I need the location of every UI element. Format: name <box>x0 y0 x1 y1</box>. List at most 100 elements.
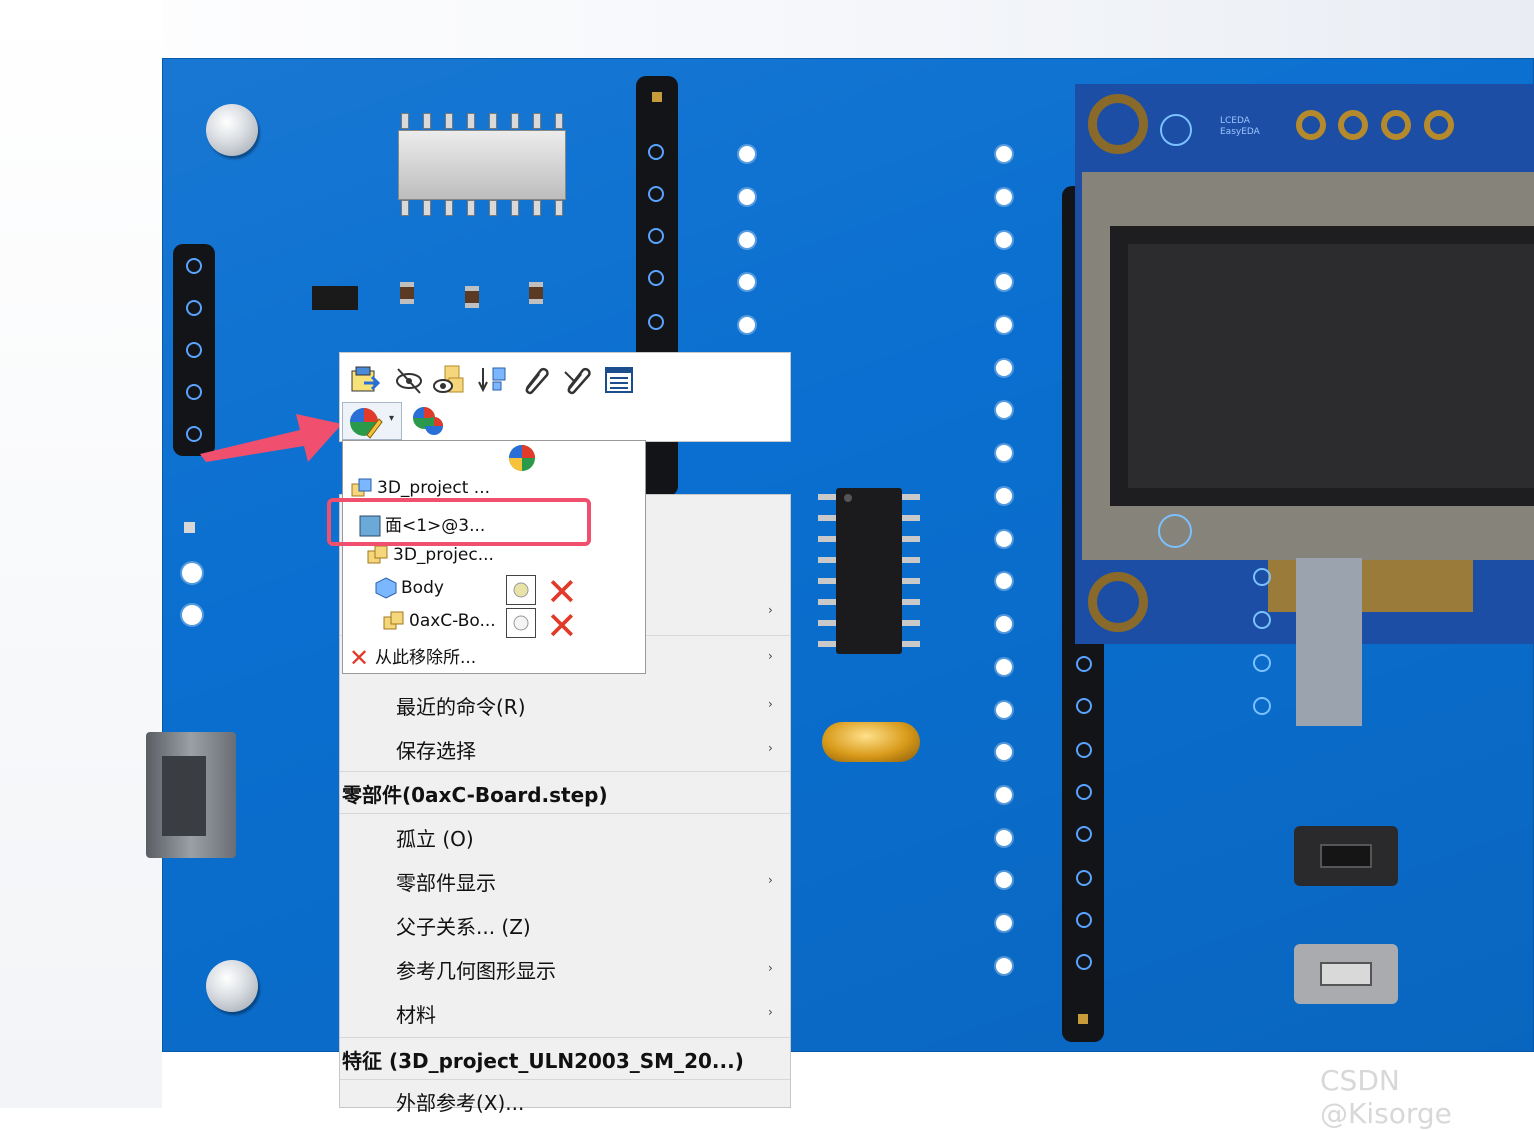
item-label: Body <box>401 578 444 598</box>
ic-leg <box>818 578 836 584</box>
menu-item-recent-commands[interactable]: 最近的命令(R) <box>396 695 526 719</box>
show-components-icon[interactable] <box>432 363 466 397</box>
ic-leg <box>902 578 920 584</box>
pin <box>648 144 664 160</box>
edit-part-icon[interactable] <box>560 363 594 397</box>
appearance-item-face[interactable]: 面<1>@3... <box>359 511 485 537</box>
appearance-item-assembly[interactable]: 3D_project ... <box>351 477 490 499</box>
ic-leg <box>902 494 920 500</box>
via <box>996 702 1012 718</box>
appearance-item-remove-all[interactable]: ✕从此移除所... <box>349 643 476 672</box>
menu-separator <box>340 1037 790 1038</box>
ic-leg <box>902 641 920 647</box>
pin <box>186 384 202 400</box>
appearance-dropdown-button[interactable]: ▾ <box>342 402 402 440</box>
pin <box>648 314 664 330</box>
via <box>739 317 755 333</box>
ic-chip-middle[interactable] <box>836 488 902 654</box>
menu-item-component-display[interactable]: 零部件显示 <box>396 871 496 895</box>
paperclip-icon[interactable] <box>518 363 552 397</box>
lcd-connector <box>1296 558 1362 726</box>
ic-leg <box>445 113 453 129</box>
remove-x-icon: ✕ <box>349 644 370 672</box>
appearance-swatch-checkbox[interactable] <box>506 608 536 638</box>
ic-leg <box>445 200 453 216</box>
submenu-arrow-icon: › <box>768 697 773 711</box>
appearance-swatch-checkbox[interactable] <box>506 575 536 605</box>
assembly-icon <box>367 544 389 566</box>
list-view-icon[interactable] <box>602 363 636 397</box>
chevron-down-icon: ▾ <box>389 413 395 424</box>
pad <box>1338 110 1368 140</box>
menu-item-external-references[interactable]: 外部参考(X)... <box>396 1091 525 1115</box>
item-label: 0axC-Bo... <box>409 611 496 631</box>
pin <box>1076 870 1092 886</box>
appearance-item-part[interactable]: 0axC-Bo... <box>383 610 496 632</box>
button-cap <box>1320 844 1372 868</box>
pad <box>1296 110 1326 140</box>
menu-item-material[interactable]: 材料 <box>396 1003 436 1027</box>
move-component-icon[interactable] <box>476 363 510 397</box>
appearance-edit-icon[interactable] <box>410 404 448 444</box>
ic-leg <box>902 620 920 626</box>
ic-chip-top[interactable] <box>398 130 566 200</box>
remove-appearance-icon[interactable]: ✕ <box>546 604 578 648</box>
ic-leg <box>902 536 920 542</box>
body-icon <box>375 577 397 599</box>
smd-resistor[interactable] <box>529 282 543 304</box>
menu-section-component: 零部件(0axC-Board.step) <box>342 783 608 807</box>
submenu-arrow-icon: › <box>768 873 773 887</box>
hide-eye-icon[interactable] <box>392 363 426 397</box>
pad <box>1381 110 1411 140</box>
crystal-oscillator[interactable] <box>822 722 920 762</box>
push-button-black[interactable] <box>1294 826 1398 886</box>
mounting-ring <box>1088 94 1148 154</box>
annotation-arrow <box>200 414 342 462</box>
item-label: 3D_projec... <box>393 545 494 565</box>
via <box>996 830 1012 846</box>
pad-ring <box>1253 568 1271 586</box>
pin <box>186 342 202 358</box>
watermark: CSDN @Kisorge <box>1320 1064 1452 1130</box>
pad-ring <box>1253 654 1271 672</box>
ic-leg <box>902 515 920 521</box>
via <box>996 573 1012 589</box>
part-icon <box>383 610 405 632</box>
ic-leg <box>423 113 431 129</box>
menu-item-reference-geometry[interactable]: 参考几何图形显示 <box>396 959 556 983</box>
via <box>739 274 755 290</box>
ic-leg <box>818 599 836 605</box>
menu-separator <box>340 1079 790 1080</box>
context-toolbar <box>339 352 791 442</box>
pin-header-left[interactable] <box>173 244 215 456</box>
pad-ring <box>1253 697 1271 715</box>
pad <box>1424 110 1454 140</box>
usb-connector[interactable] <box>146 732 236 858</box>
assembly-icon <box>351 477 373 499</box>
ic-leg <box>401 200 409 216</box>
component-properties-icon[interactable] <box>348 363 382 397</box>
pin <box>1078 1014 1088 1024</box>
remove-appearance-icon[interactable]: ✕ <box>546 570 578 614</box>
mounting-hole <box>206 104 258 156</box>
transistor-sot23[interactable] <box>312 286 358 310</box>
pin <box>648 270 664 286</box>
submenu-arrow-icon: › <box>768 741 773 755</box>
ic-leg <box>818 494 836 500</box>
menu-item-isolate[interactable]: 孤立 (O) <box>396 827 474 851</box>
appearance-item-subassembly[interactable]: 3D_projec... <box>367 544 494 566</box>
face-icon <box>359 515 381 537</box>
submenu-arrow-icon: › <box>768 961 773 975</box>
viewport-background-top <box>0 0 1534 60</box>
menu-item-parent-child[interactable]: 父子关系... (Z) <box>396 915 531 939</box>
push-button-grey[interactable] <box>1294 944 1398 1004</box>
menu-item-save-selection[interactable]: 保存选择 <box>396 739 476 763</box>
smd-resistor[interactable] <box>400 282 414 304</box>
via <box>996 531 1012 547</box>
ic-leg <box>902 599 920 605</box>
highlight-annotation <box>327 498 591 546</box>
smd-resistor[interactable] <box>465 286 479 308</box>
appearance-item-body[interactable]: Body <box>375 577 444 599</box>
menu-separator <box>340 813 790 814</box>
logo-line2: EasyEDA <box>1220 127 1260 137</box>
